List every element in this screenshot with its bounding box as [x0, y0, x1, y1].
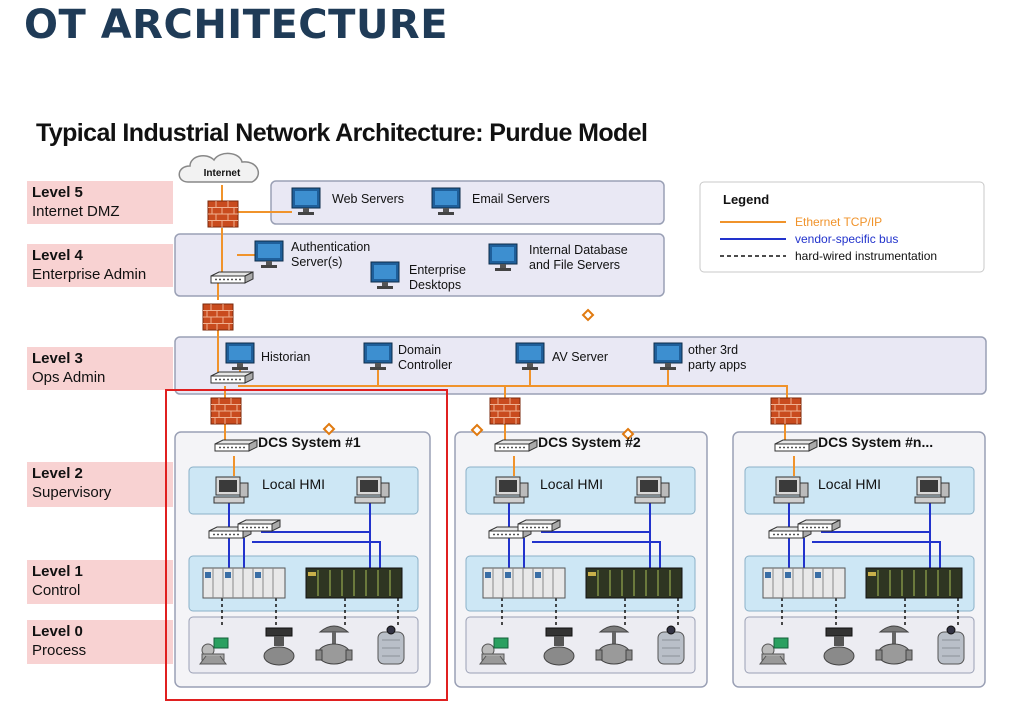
internet-label: Internet: [204, 168, 241, 179]
slide-title: OT ARCHITECTURE: [24, 2, 449, 48]
hardwired-links: [221, 598, 959, 628]
level-id: Level 4: [32, 247, 83, 264]
historian-label: Historian: [261, 350, 310, 364]
dcs-1-highlight: [165, 389, 448, 701]
email-servers-label: Email Servers: [472, 192, 550, 206]
level-name: Process: [32, 642, 87, 659]
plc-rack-icon: [482, 567, 566, 599]
level-id: Level 2: [32, 465, 83, 482]
database-label-2: and File Servers: [529, 258, 620, 272]
firewall-icon: [489, 397, 521, 425]
plc-rack-icon: [202, 567, 286, 599]
level-2-label: Level 2 Supervisory: [27, 462, 173, 507]
plc-rack-icon: [865, 567, 963, 599]
process-zone-n: [744, 616, 975, 674]
legend-title: Legend: [723, 192, 769, 207]
third-party-label-2: party apps: [688, 358, 746, 372]
firewall-icon: [207, 200, 239, 228]
hmi-1-label: Local HMI: [262, 476, 325, 492]
legend-hardwired-label: hard-wired instrumentation: [795, 249, 937, 263]
diagram-title: Typical Industrial Network Architecture:…: [36, 119, 648, 147]
network-switch-icon: [210, 371, 254, 384]
auth-server-label-2: Server(s): [291, 255, 342, 269]
level-id: Level 1: [32, 563, 83, 580]
firewall-icon: [770, 397, 802, 425]
third-party-label-1: other 3rd: [688, 343, 738, 357]
level-id: Level 5: [32, 184, 83, 201]
domain-controller-label-2: Controller: [398, 358, 452, 372]
hmi-2-label: Local HMI: [540, 476, 603, 492]
level-id: Level 3: [32, 350, 83, 367]
level-4-label: Level 4 Enterprise Admin: [27, 244, 173, 287]
domain-controller-label-1: Domain: [398, 343, 441, 357]
network-switch-icon: [517, 519, 561, 532]
plc-rack-icon: [585, 567, 683, 599]
ethernet-links: [217, 185, 795, 476]
level-3-label: Level 3 Ops Admin: [27, 347, 173, 390]
level-0-label: Level 0 Process: [27, 620, 173, 664]
desktops-label-2: Desktops: [409, 278, 461, 292]
plc-rack-icon: [305, 567, 403, 599]
dcs-2-title: DCS System #2: [538, 434, 641, 450]
plc-rack-icon: [762, 567, 846, 599]
auth-server-label-1: Authentication: [291, 240, 370, 254]
database-label-1: Internal Database: [529, 243, 628, 257]
level-name: Control: [32, 582, 81, 599]
firewall-icon: [210, 397, 242, 425]
network-switch-icon: [210, 271, 254, 284]
legend-vendor-label: vendor-specific bus: [795, 232, 898, 246]
web-servers-label: Web Servers: [332, 192, 404, 206]
level-5-label: Level 5 Internet DMZ: [27, 181, 173, 224]
legend: Legend Ethernet TCP/IP vendor-specific b…: [699, 181, 985, 273]
level-4-zone: [174, 233, 665, 297]
dcs-1-title: DCS System #1: [258, 434, 361, 450]
hmi-n-label: Local HMI: [818, 476, 881, 492]
internet-cloud-icon: [178, 152, 260, 183]
level-name: Supervisory: [32, 484, 112, 501]
level-id: Level 0: [32, 623, 83, 640]
process-zone-1: [188, 616, 419, 674]
av-server-label: AV Server: [552, 350, 608, 364]
network-switch-icon: [797, 519, 841, 532]
desktops-label-1: Enterprise: [409, 263, 466, 277]
dcs-n-title: DCS System #n...: [818, 434, 933, 450]
level-1-label: Level 1 Control: [27, 560, 173, 604]
process-zone-2: [465, 616, 696, 674]
level-name: Enterprise Admin: [32, 266, 147, 283]
legend-ethernet-label: Ethernet TCP/IP: [795, 215, 882, 229]
network-switch-icon: [214, 439, 258, 452]
network-switch-icon: [494, 439, 538, 452]
firewall-icon: [202, 303, 234, 331]
diamond-marker-icon: [582, 309, 594, 321]
network-switch-icon: [237, 519, 281, 532]
level-name: Internet DMZ: [32, 203, 120, 220]
network-switch-icon: [774, 439, 818, 452]
level-name: Ops Admin: [32, 369, 106, 386]
level-5-zone: [270, 180, 665, 225]
